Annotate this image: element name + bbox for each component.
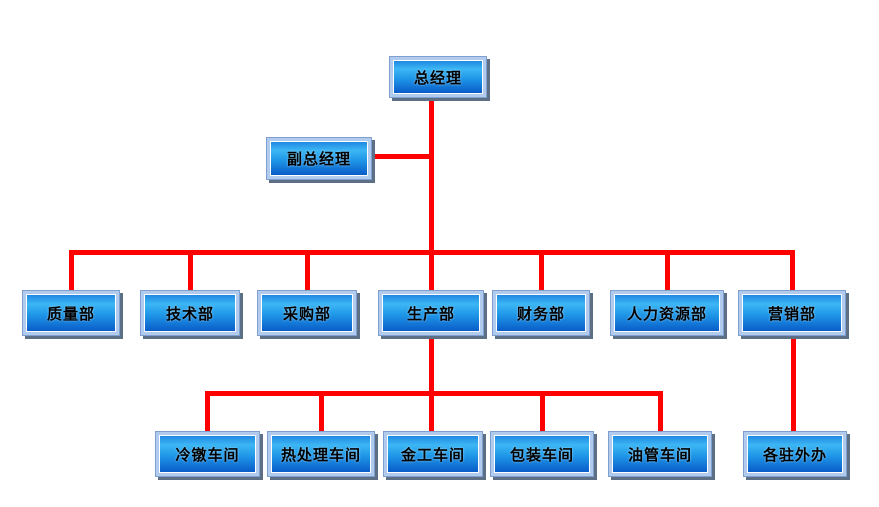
- org-node-label-cold-heading-workshop: 冷镦车间: [159, 435, 256, 473]
- org-node-packaging-workshop: 包装车间: [490, 431, 594, 477]
- connector-line-marketing-to-field-offices: [791, 335, 796, 432]
- org-node-label-general-manager: 总经理: [393, 60, 483, 94]
- connector-line-drop-heat-treatment-workshop: [319, 391, 324, 432]
- org-node-heat-treatment-workshop: 热处理车间: [267, 431, 375, 477]
- org-node-finance-dept: 财务部: [492, 290, 590, 336]
- org-node-general-manager: 总经理: [389, 56, 487, 98]
- connector-line-drop-marketing-dept: [790, 250, 795, 291]
- org-node-label-human-resources-dept: 人力资源部: [614, 294, 720, 332]
- org-node-label-purchasing-dept: 采购部: [261, 294, 353, 332]
- connector-line-gm-vertical-trunk: [429, 98, 434, 296]
- connector-line-production-vertical-trunk: [429, 335, 434, 432]
- org-node-label-finance-dept: 财务部: [496, 294, 586, 332]
- connector-line-deputy-manager-branch: [371, 154, 434, 159]
- connector-line-drop-oil-pipe-workshop: [658, 391, 663, 432]
- connector-line-department-rail: [71, 250, 792, 255]
- org-node-label-marketing-dept: 营销部: [742, 294, 842, 332]
- org-node-label-oil-pipe-workshop: 油管车间: [612, 435, 708, 473]
- org-node-label-technology-dept: 技术部: [144, 294, 236, 332]
- org-node-production-dept: 生产部: [378, 290, 484, 336]
- connector-line-drop-packaging-workshop: [540, 391, 545, 432]
- connector-line-drop-human-resources-dept: [665, 250, 670, 291]
- org-node-field-offices: 各驻外办: [743, 431, 847, 477]
- org-node-quality-dept: 质量部: [22, 290, 120, 336]
- org-node-label-production-dept: 生产部: [382, 294, 480, 332]
- org-node-label-deputy-general-manager: 副总经理: [270, 141, 368, 176]
- connector-line-drop-purchasing-dept: [305, 250, 310, 291]
- org-node-oil-pipe-workshop: 油管车间: [608, 431, 712, 477]
- org-node-label-metalworking-workshop: 金工车间: [387, 435, 479, 473]
- org-node-cold-heading-workshop: 冷镦车间: [155, 431, 260, 477]
- org-node-label-field-offices: 各驻外办: [747, 435, 843, 473]
- org-node-metalworking-workshop: 金工车间: [383, 431, 483, 477]
- connector-line-workshop-rail: [207, 391, 660, 396]
- org-node-marketing-dept: 营销部: [738, 290, 846, 336]
- org-node-label-quality-dept: 质量部: [26, 294, 116, 332]
- connector-line-drop-cold-heading-workshop: [205, 391, 210, 432]
- org-node-human-resources-dept: 人力资源部: [610, 290, 724, 336]
- org-node-deputy-general-manager: 副总经理: [266, 137, 372, 180]
- org-node-purchasing-dept: 采购部: [257, 290, 357, 336]
- connector-line-drop-technology-dept: [188, 250, 193, 291]
- connector-line-drop-quality-dept: [69, 250, 74, 291]
- org-node-technology-dept: 技术部: [140, 290, 240, 336]
- connector-line-drop-finance-dept: [539, 250, 544, 291]
- org-node-label-packaging-workshop: 包装车间: [494, 435, 590, 473]
- org-node-label-heat-treatment-workshop: 热处理车间: [271, 435, 371, 473]
